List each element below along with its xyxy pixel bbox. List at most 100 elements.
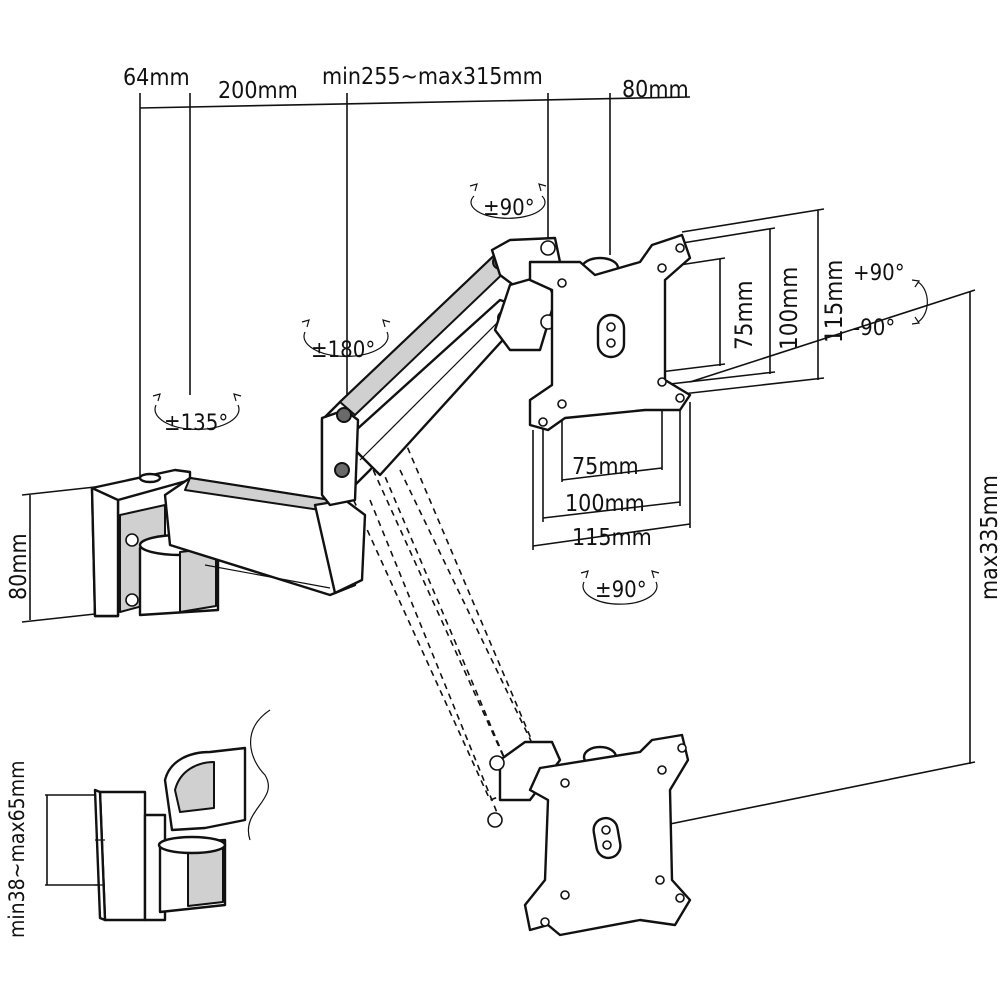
ghost-guide	[369, 499, 501, 821]
tilt-indicator: +90° -90°	[853, 261, 928, 341]
label-vesa-h-100: 100mm	[775, 267, 803, 350]
vesa-hole	[677, 743, 687, 753]
vesa-slot-hole	[606, 338, 616, 348]
top-dimension-lines	[139, 93, 691, 480]
vesa-dim-w115	[532, 523, 691, 547]
clamp-screw-top	[138, 472, 162, 484]
vesa-slot-hole	[606, 322, 616, 332]
inset-arm-shade	[174, 761, 215, 813]
lowered-vesa-plate	[487, 733, 692, 937]
arrow-head-icon	[538, 183, 547, 192]
rotation-badge-rotate: ±90°	[580, 570, 660, 605]
label-vesa-h-75: 75mm	[730, 280, 758, 350]
inset-clamp-plate	[98, 790, 147, 922]
vesa-hole	[675, 893, 685, 903]
lowered-slot-hole	[601, 825, 611, 835]
clamp-screw	[125, 533, 139, 547]
rotate-arc-icon	[582, 581, 658, 605]
label-rotation: ±90°	[595, 578, 647, 603]
label-64mm: 64mm	[123, 65, 190, 91]
label-desk-thickness: min38~max65mm	[5, 760, 29, 938]
label-tilt-up: +90°	[853, 261, 905, 286]
inset-collar-top	[157, 835, 227, 855]
label-arm-swivel: ±180°	[311, 338, 375, 363]
vesa-top-line-115	[681, 208, 825, 233]
ghost-guide	[399, 469, 546, 771]
vertical-travel-dimension	[664, 289, 976, 826]
label-vesa-w-100: 100mm	[565, 491, 645, 517]
vesa-top-line-100	[669, 227, 776, 246]
vesa-head-assembly	[490, 233, 692, 432]
vesa-hole	[557, 278, 567, 288]
vesa-height-dimensions	[659, 208, 825, 395]
rotation-badge-head: ±90°	[469, 183, 547, 221]
label-vesa-w-75: 75mm	[572, 454, 639, 480]
vesa-hole	[557, 399, 567, 409]
top-reference-line	[139, 96, 691, 109]
label-200mm: 200mm	[218, 78, 298, 104]
vesa-hole	[657, 263, 667, 273]
arrow-head-icon	[301, 319, 310, 328]
rotate-arc-icon	[303, 331, 389, 357]
ghost-arm-lower	[338, 459, 520, 802]
vesa-bottom-line-115	[681, 377, 825, 395]
pivot-bolt	[336, 407, 352, 423]
travel-top-line	[689, 289, 976, 383]
gas-spring-rod	[359, 299, 521, 461]
lowered-tilt-head	[498, 740, 562, 802]
rotation-badge-base: ±135°	[152, 393, 242, 436]
vesa-hole	[657, 765, 667, 775]
rotate-arc-icon	[154, 404, 240, 430]
lowered-center-slot	[592, 816, 622, 860]
arrow-head-icon	[651, 570, 660, 579]
label-vesa-h-115: 115mm	[820, 260, 848, 343]
label-arm-range: min255~max315mm	[322, 64, 543, 90]
arrow-head-icon	[233, 393, 242, 402]
lower-arm-segment	[163, 476, 367, 597]
arrow-head-icon	[152, 393, 161, 402]
lower-arm-edge	[204, 564, 331, 589]
vesa-hole	[675, 393, 685, 403]
rotation-badge-arm: ±180°	[301, 319, 391, 363]
clamp-height-dimension	[21, 486, 96, 623]
tilt-head-pivot	[540, 240, 556, 256]
rotate-arc-icon	[470, 195, 546, 219]
inset-desk-clamp	[45, 709, 271, 922]
clamp-top-line	[21, 486, 96, 496]
label-base-swivel: ±135°	[164, 411, 228, 436]
arrow-head-icon	[382, 319, 391, 328]
lowered-pivot	[487, 812, 503, 828]
vesa-center-slot	[596, 313, 626, 359]
clamp-plate-side	[90, 486, 120, 618]
vesa-hole	[655, 875, 665, 885]
vesa-dim-w75	[561, 467, 663, 481]
label-vertical-travel: max335mm	[977, 475, 1000, 600]
vesa-hole	[560, 778, 570, 788]
label-80mm-head: 80mm	[622, 77, 689, 103]
upper-arm-segment	[320, 248, 532, 507]
pivot-bolt	[334, 462, 350, 478]
arrow-head-icon	[911, 316, 921, 325]
vesa-hole	[540, 917, 550, 927]
travel-bottom-line	[664, 761, 976, 826]
lowered-pivot	[489, 755, 505, 771]
lowered-slot-hole	[602, 840, 612, 850]
label-vesa-w-115: 115mm	[572, 525, 652, 551]
vesa-hole	[538, 417, 548, 427]
label-tilt-down: -90°	[853, 316, 895, 341]
label-clamp-height: 80mm	[6, 533, 32, 600]
vesa-bottom-line-75	[659, 363, 726, 373]
vesa-hole	[657, 377, 667, 387]
arrow-head-icon	[580, 570, 589, 579]
inset-clamp-edge	[93, 788, 107, 922]
upper-arm-pivot-block	[320, 408, 360, 507]
arrow-head-icon	[469, 183, 478, 192]
clamp-screw	[125, 593, 139, 607]
inset-break-line	[247, 709, 271, 841]
vesa-dim-w100	[542, 501, 681, 519]
vesa-width-dimensions	[532, 390, 691, 550]
label-head-swivel: ±90°	[483, 196, 535, 221]
vesa-bottom-line-100	[669, 371, 776, 385]
